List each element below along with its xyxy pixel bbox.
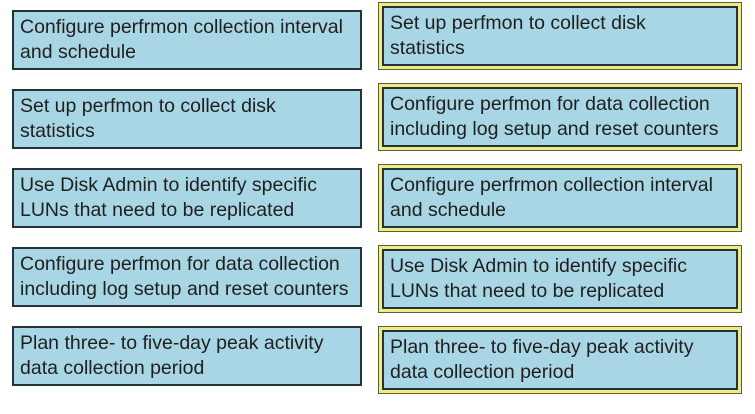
drop-slot-5[interactable]: Plan three- to five-day peak activity da… (378, 326, 742, 394)
drag-item-5[interactable]: Plan three- to five-day peak activity da… (12, 326, 362, 386)
drop-slot-3[interactable]: Configure perfrmon collection interval a… (378, 164, 742, 232)
drop-slot-2[interactable]: Configure perfmon for data collection in… (378, 83, 742, 151)
drag-item-3[interactable]: Use Disk Admin to identify specific LUNs… (12, 168, 362, 228)
drop-slot-4[interactable]: Use Disk Admin to identify specific LUNs… (378, 245, 742, 313)
dropped-item-1[interactable]: Set up perfmon to collect disk statistic… (382, 6, 738, 66)
dropped-item-2[interactable]: Configure perfmon for data collection in… (382, 87, 738, 147)
source-column: Configure perfrmon collection interval a… (12, 10, 362, 386)
answer-column: Set up perfmon to collect disk statistic… (378, 2, 742, 394)
drop-slot-1[interactable]: Set up perfmon to collect disk statistic… (378, 2, 742, 70)
drag-item-1[interactable]: Configure perfrmon collection interval a… (12, 10, 362, 70)
dropped-item-4[interactable]: Use Disk Admin to identify specific LUNs… (382, 249, 738, 309)
drag-item-2[interactable]: Set up perfmon to collect disk statistic… (12, 89, 362, 149)
dropped-item-5[interactable]: Plan three- to five-day peak activity da… (382, 330, 738, 390)
drag-item-4[interactable]: Configure perfmon for data collection in… (12, 247, 362, 307)
dropped-item-3[interactable]: Configure perfrmon collection interval a… (382, 168, 738, 228)
